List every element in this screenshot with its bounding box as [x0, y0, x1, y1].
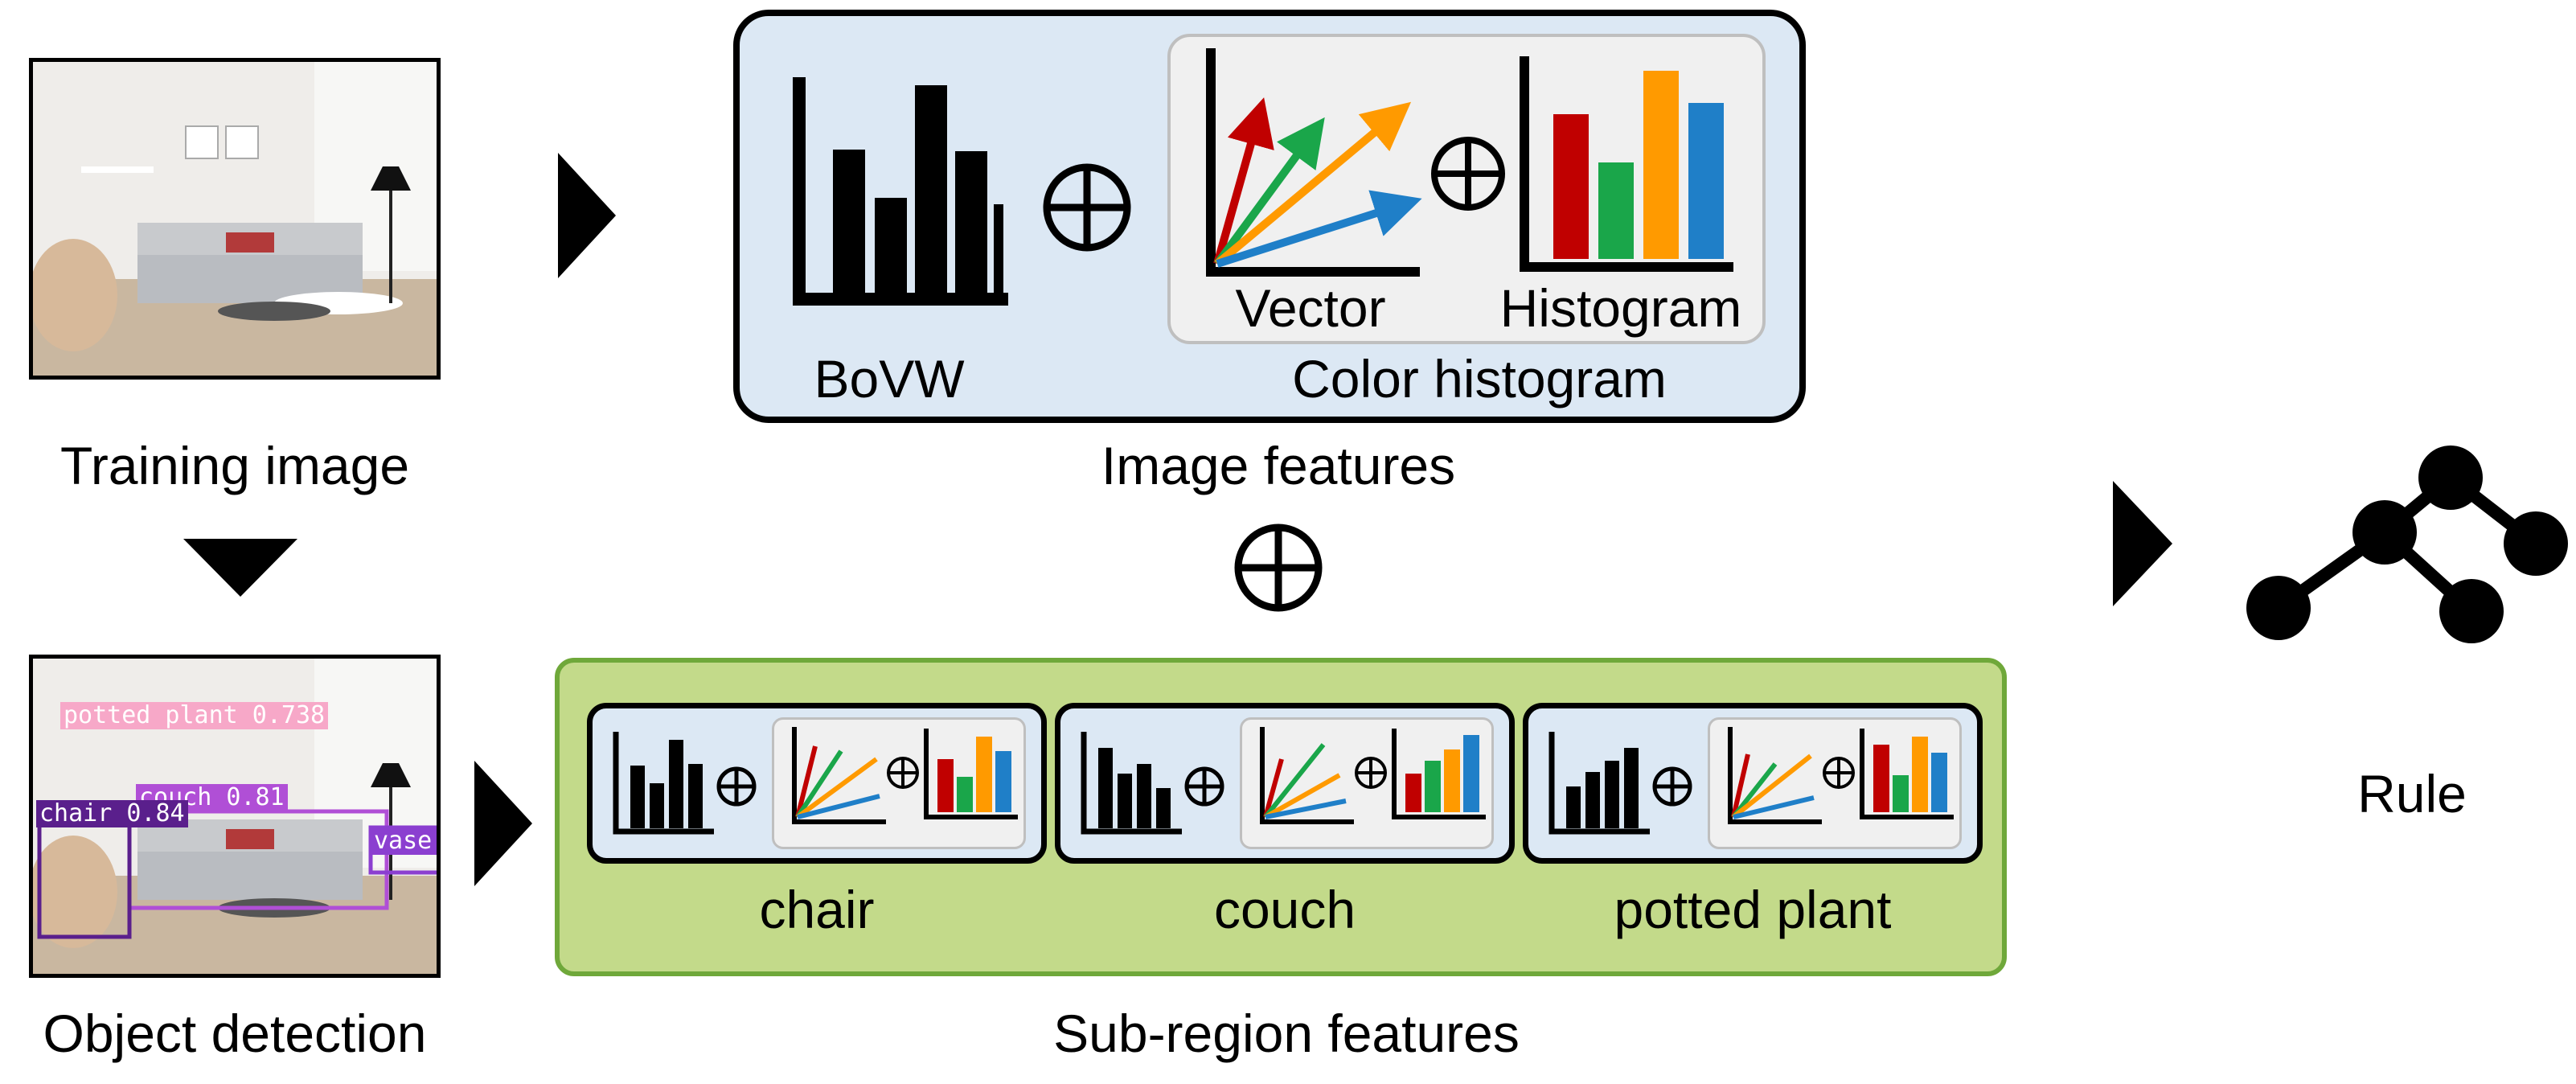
bovw-icon: [793, 77, 1008, 306]
training-image: [29, 58, 441, 380]
subregion-label-couch: couch: [1213, 880, 1356, 939]
mini-oplus-icon: [716, 766, 757, 807]
vector-label: Vector: [1235, 278, 1386, 338]
subregion-features-title: Sub-region features: [1053, 1004, 1520, 1063]
mini-oplus-icon: [1652, 766, 1692, 807]
detection-tag-vase: vase: [371, 827, 437, 855]
bovw-label: BoVW: [814, 349, 965, 409]
oplus-icon-2: [1431, 137, 1505, 211]
subregion-label-chair: chair: [759, 880, 875, 939]
object-detection-label: Object detection: [43, 1004, 427, 1063]
mini-bovw-icon: [1081, 732, 1182, 835]
mini-oplus-icon: [1823, 757, 1855, 789]
mini-vector-icon: [792, 727, 886, 824]
mini-vector-icon: [1728, 727, 1822, 824]
mini-oplus-icon: [887, 757, 919, 789]
color-histogram-label: Color histogram: [1292, 349, 1667, 409]
mini-histogram-icon: [1392, 729, 1486, 819]
detection-photo: [33, 659, 437, 974]
mini-bovw-icon: [613, 732, 714, 835]
rule-tree-icon: [2246, 446, 2568, 643]
arrow-right-icon-2: [474, 761, 532, 886]
detection-tag-chair: chair 0.84: [36, 800, 188, 827]
arrow-right-icon-1: [558, 153, 616, 278]
rule-label: Rule: [2357, 764, 2467, 823]
detection-tag-potted-plant: potted plant 0.738: [60, 702, 329, 729]
mini-histogram-icon: [924, 729, 1018, 819]
mini-vector-icon: [1260, 727, 1354, 824]
histogram-icon: [1520, 56, 1733, 272]
vector-icon: [1206, 48, 1422, 277]
mini-histogram-icon: [1860, 729, 1954, 819]
histogram-label: Histogram: [1499, 278, 1742, 338]
oplus-icon-combine: [1234, 524, 1323, 612]
arrow-right-icon-3: [2113, 481, 2172, 606]
oplus-icon-1: [1043, 163, 1131, 252]
image-features-title: Image features: [1101, 436, 1456, 495]
living-room-photo: [33, 62, 437, 376]
mini-bovw-icon: [1548, 732, 1650, 835]
subregion-label-potted-plant: potted plant: [1614, 880, 1892, 939]
detection-image: potted plant 0.738 couch 0.81 chair 0.84…: [29, 655, 441, 978]
arrow-down-icon: [183, 539, 297, 597]
mini-oplus-icon: [1184, 766, 1224, 807]
training-image-label: Training image: [59, 436, 410, 495]
mini-oplus-icon: [1355, 757, 1387, 789]
